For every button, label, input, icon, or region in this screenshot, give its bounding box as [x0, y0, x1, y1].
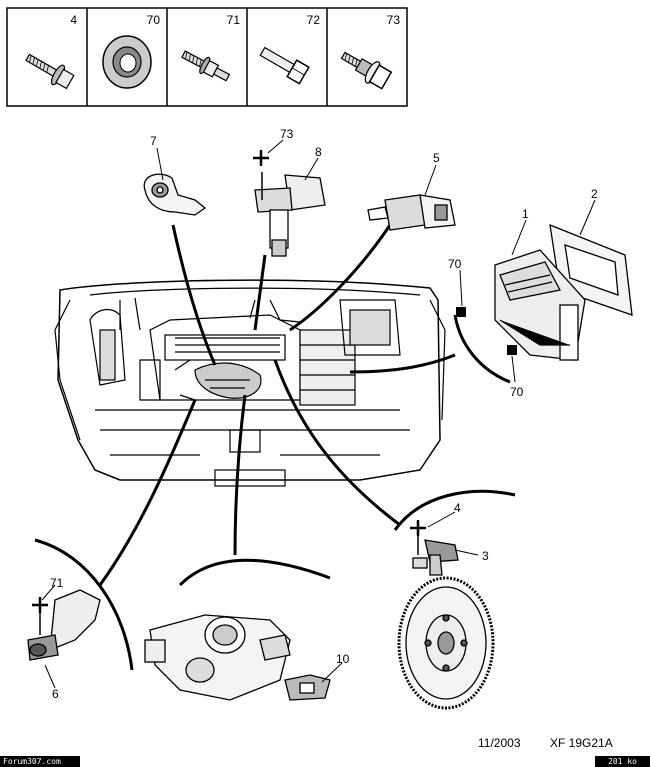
diagram-date: 11/2003 [478, 736, 521, 750]
part-number-73: 73 [387, 13, 401, 27]
part-number-4: 4 [70, 13, 77, 27]
stud-bolt-icon [181, 50, 231, 82]
flange-bolt-icon [25, 53, 75, 90]
flywheel [397, 576, 495, 710]
throttle-body [144, 614, 291, 701]
detail-arcs [34, 314, 516, 671]
parts-table: 4 70 71 72 73 [6, 7, 408, 107]
callout-6: 6 [52, 687, 59, 701]
callout-2: 2 [591, 187, 598, 201]
callout-70-lower: 70 [510, 385, 524, 399]
callout-5: 5 [433, 151, 440, 165]
shoulder-bolt-icon [340, 51, 393, 90]
throttle-position-sensor [284, 674, 331, 701]
site-watermark: Forum307.com [0, 756, 80, 767]
temperature-sensor [367, 194, 456, 231]
leader-lines [98, 224, 456, 586]
crankshaft-sensor [27, 589, 101, 661]
callout-3: 3 [482, 549, 489, 563]
diagram-reference: XF 19G21A [550, 736, 613, 750]
part-number-70: 70 [147, 13, 161, 27]
washer-icon [102, 35, 152, 89]
callout-4: 4 [454, 501, 461, 515]
callout-numbers: 7 73 8 5 1 2 70 70 4 3 71 6 10 [50, 127, 598, 701]
part-number-71: 71 [227, 13, 241, 27]
engine-control-unit [494, 223, 633, 361]
callout-70-upper: 70 [448, 257, 462, 271]
callout-7: 7 [150, 134, 157, 148]
callout-1: 1 [522, 207, 529, 221]
file-size-label: 201 ko [595, 756, 650, 767]
engine-bay [54, 279, 446, 487]
knock-sensor [143, 173, 207, 216]
callout-leaders [41, 139, 596, 689]
callout-8: 8 [315, 145, 322, 159]
callout-10: 10 [336, 652, 350, 666]
callout-73: 73 [280, 127, 294, 141]
fixing-symbols [32, 150, 517, 613]
hex-bolt-icon [259, 46, 310, 85]
camshaft-sensor [412, 528, 459, 576]
part-number-72: 72 [307, 13, 321, 27]
callout-71: 71 [50, 576, 64, 590]
position-sensor [254, 172, 326, 257]
